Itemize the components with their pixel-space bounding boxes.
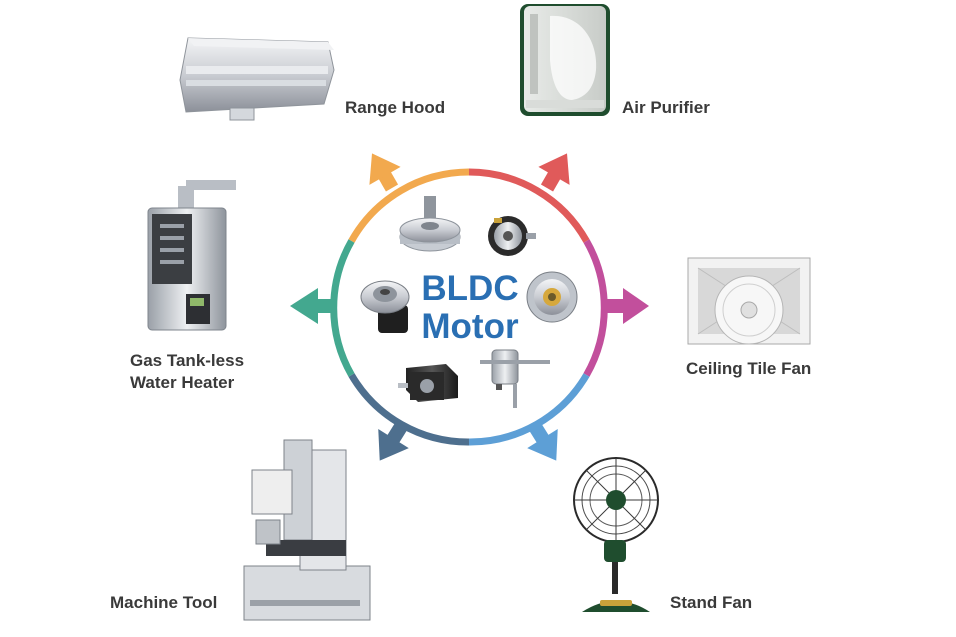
arrow-ceiling-tile-fan: [605, 288, 649, 324]
motor-top-left-icon: [399, 196, 461, 252]
motor-bottom-right-icon: [480, 349, 550, 408]
motor-top-right-icon: [488, 216, 536, 256]
arrow-gas-water-heater: [290, 288, 334, 324]
ring-segment-blue: [468, 373, 590, 446]
ring-segment-teal: [330, 239, 355, 377]
arrow-air-purifier: [538, 153, 570, 192]
ceiling-tile-fan-illustration: [687, 257, 811, 345]
center-title-line2: Motor: [421, 307, 519, 346]
label-machine-tool: Machine Tool: [110, 593, 218, 612]
center-title-line1: BLDC: [421, 269, 519, 308]
arrow-stand-fan: [527, 421, 558, 461]
ring-segment-orange: [348, 168, 470, 243]
range-hood-illustration: [179, 37, 335, 121]
label-gas-water-heater-line2: Water Heater: [130, 373, 235, 392]
arrows: [290, 153, 649, 461]
gas-water-heater-illustration: [147, 180, 236, 331]
label-stand-fan: Stand Fan: [670, 593, 753, 612]
ring-segment-magenta: [583, 239, 608, 377]
air-purifier-illustration: [520, 4, 610, 116]
arrow-range-hood: [369, 153, 401, 192]
label-gas-water-heater: Gas Tank-less Water Heater: [130, 350, 244, 394]
label-range-hood: Range Hood: [345, 98, 446, 117]
label-ceiling-tile-fan: Ceiling Tile Fan: [686, 359, 812, 378]
motor-bottom-left-icon: [398, 364, 458, 402]
stand-fan-illustration: [573, 457, 659, 612]
ring-segment-slate: [348, 373, 470, 446]
center-title: BLDC Motor: [405, 270, 535, 346]
motor-mid-left-icon: [360, 280, 410, 333]
label-gas-water-heater-line1: Gas Tank-less: [130, 351, 245, 370]
machine-tool-illustration: [243, 439, 371, 621]
label-air-purifier: Air Purifier: [622, 98, 710, 117]
arrow-machine-tool: [378, 421, 409, 461]
motor-mid-right-icon: [526, 271, 578, 323]
ring-segment-red: [468, 168, 590, 243]
